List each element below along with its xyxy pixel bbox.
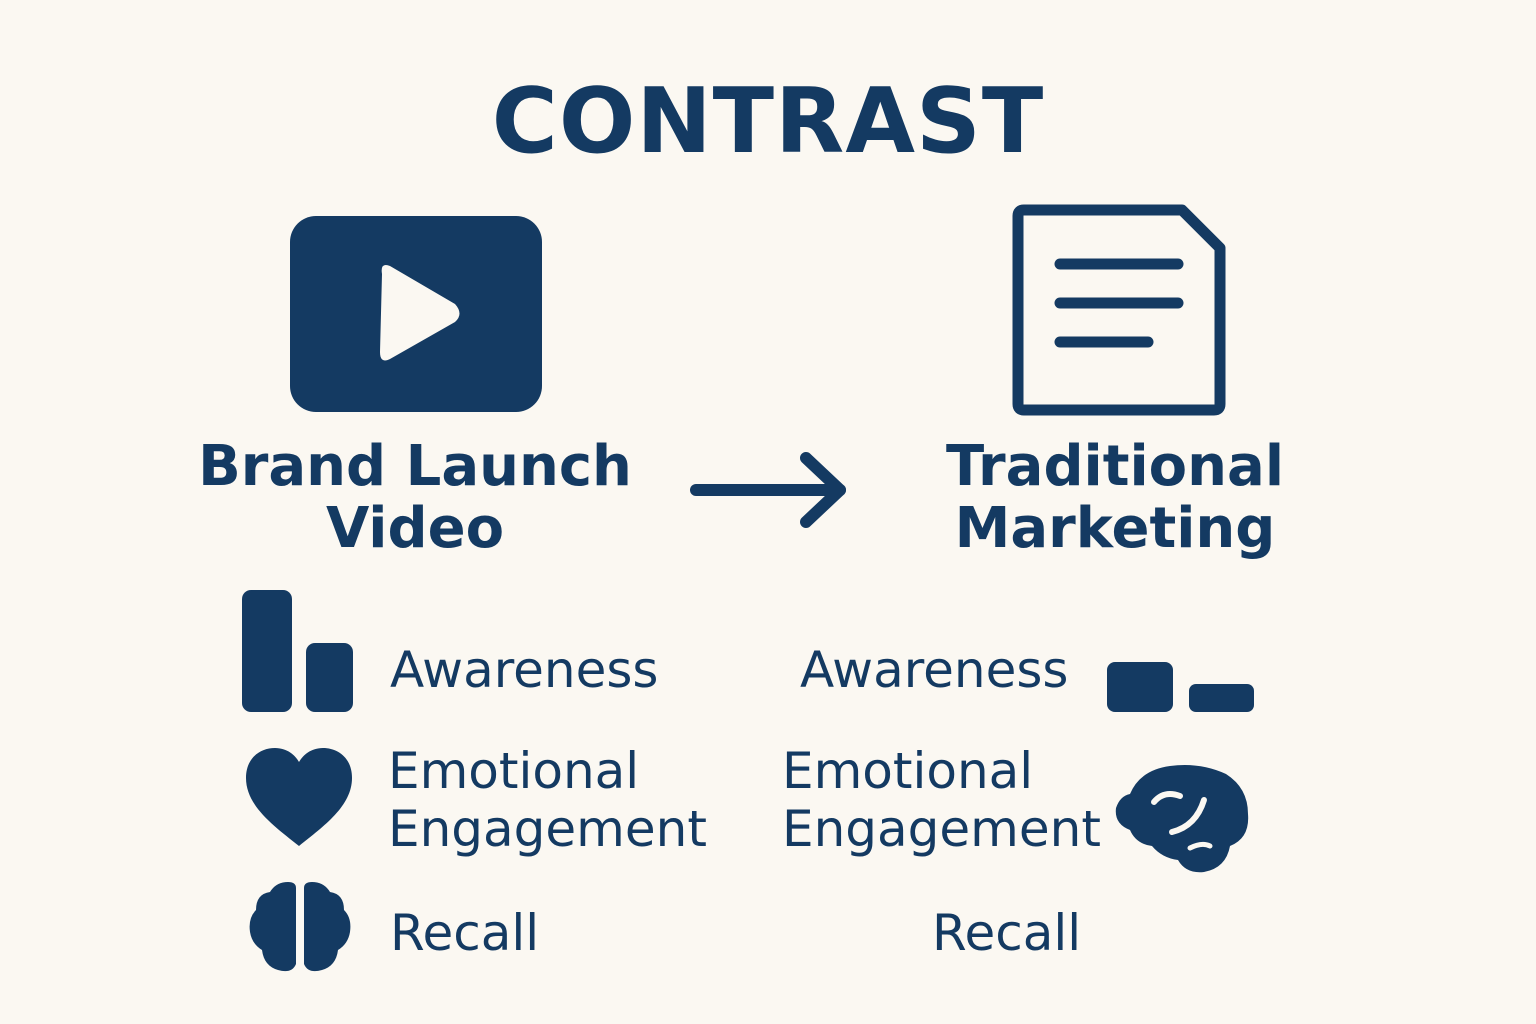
left-heading-line1: Brand Launch: [198, 434, 632, 499]
left-awareness-label: Awareness: [390, 641, 659, 699]
arrow-right-icon: [690, 452, 846, 528]
brain-icon: [249, 882, 351, 972]
tall-bars-icon: [242, 590, 353, 712]
right-emotional-line1: Emotional: [782, 742, 1034, 800]
brain-blob-icon: [1115, 765, 1249, 873]
right-heading-line2: Marketing: [954, 496, 1276, 561]
right-heading-line1: Traditional: [945, 434, 1285, 499]
left-emotional-line1: Emotional: [388, 742, 640, 800]
left-emotional-line2: Engagement: [388, 800, 707, 858]
left-recall-label: Recall: [390, 904, 540, 962]
right-column-heading: Traditional Marketing: [900, 436, 1330, 560]
right-awareness-label: Awareness: [800, 641, 1069, 699]
right-emotional-line2: Engagement: [782, 800, 1101, 858]
left-emotional-label: Emotional Engagement: [388, 742, 707, 858]
short-bars-icon: [1107, 662, 1254, 712]
right-emotional-label: Emotional Engagement: [782, 742, 1101, 858]
right-recall-label: Recall: [932, 904, 1082, 962]
heart-icon: [246, 748, 352, 846]
document-icon: [1012, 204, 1226, 416]
video-play-icon: [290, 216, 542, 412]
left-heading-line2: Video: [325, 496, 505, 561]
page-title: CONTRAST: [491, 69, 1045, 174]
left-column-heading: Brand Launch Video: [190, 436, 640, 560]
